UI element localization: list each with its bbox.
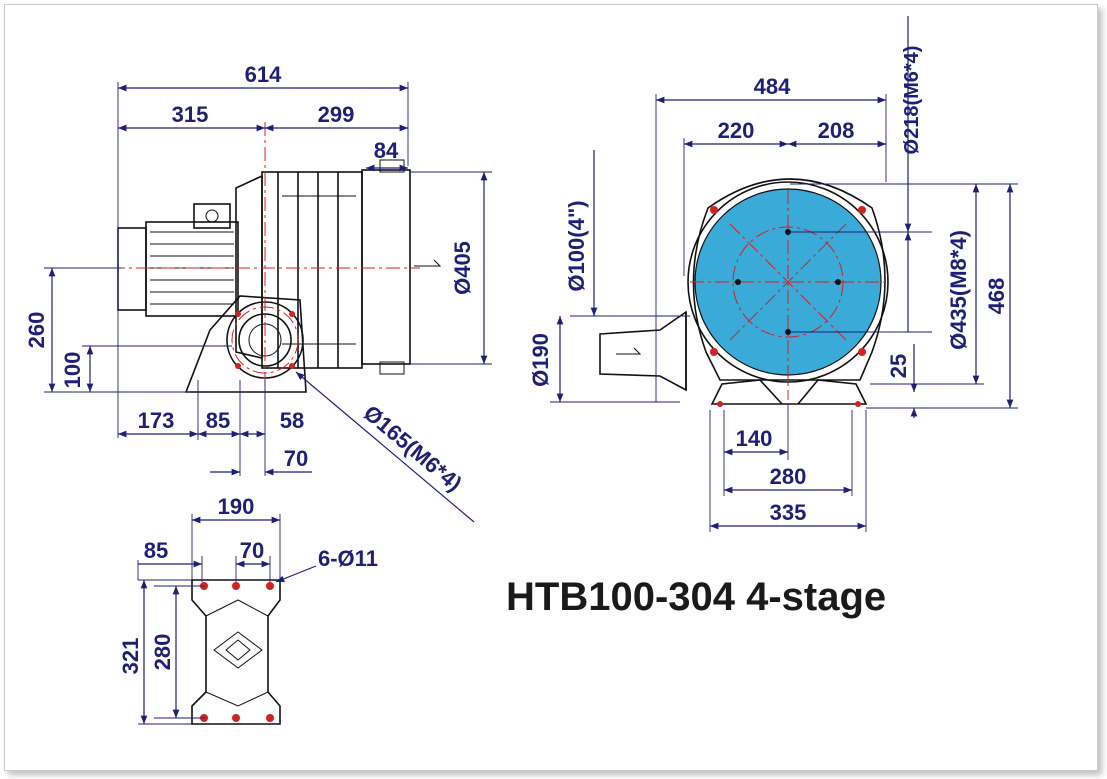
dim-base-view-length: 321 bbox=[118, 638, 143, 675]
dim-base-view-hole-length: 280 bbox=[150, 634, 175, 671]
dim-overall-length: 614 bbox=[245, 62, 282, 87]
dim-front-overall-height: 468 bbox=[984, 278, 1009, 315]
front-view: 484 220 208 Ø218(M6*4) Ø100(4") Ø190 Ø43… bbox=[528, 16, 1018, 532]
dim-base-view-width: 190 bbox=[218, 494, 255, 519]
dim-base-hole-span: 280 bbox=[770, 464, 807, 489]
dim-casing-diameter: Ø435(M8*4) bbox=[946, 230, 971, 350]
dim-flange-height: 100 bbox=[60, 352, 85, 389]
dim-inlet-flange: Ø190 bbox=[528, 333, 553, 387]
dim-left-to-center: 315 bbox=[172, 102, 209, 127]
dim-center-to-right: 299 bbox=[318, 102, 355, 127]
dim-front-left-to-center: 220 bbox=[718, 118, 755, 143]
dim-inlet-length: 84 bbox=[374, 138, 399, 163]
dim-front-base-half: 140 bbox=[736, 426, 773, 451]
base-view: 190 85 70 6-Ø11 321 280 bbox=[118, 494, 378, 725]
dim-front-overall-width: 484 bbox=[754, 74, 791, 99]
blower-stages bbox=[235, 159, 442, 375]
motor-body bbox=[117, 203, 239, 317]
dim-base-view-left-offset: 85 bbox=[144, 538, 168, 563]
dim-bolt-circle-top: Ø218(M6*4) bbox=[901, 46, 923, 155]
dim-flange-pcd: Ø165(M6*4) bbox=[359, 400, 467, 496]
dim-height-to-center: 260 bbox=[24, 312, 49, 349]
dim-base-view-holes: 6-Ø11 bbox=[318, 546, 378, 571]
side-view: 614 315 299 84 Ø405 260 100 173 85 58 70 bbox=[24, 62, 492, 523]
dim-base-view-hole-spacing: 70 bbox=[240, 538, 264, 563]
dim-flange-width: 70 bbox=[284, 446, 308, 471]
dim-front-center-to-right: 208 bbox=[818, 118, 855, 143]
dim-flange-offset: 58 bbox=[280, 408, 304, 433]
model-title: HTB100-304 4-stage bbox=[506, 575, 886, 619]
dim-inlet-size: Ø100(4") bbox=[564, 200, 589, 291]
dim-base-thickness: 25 bbox=[886, 354, 911, 378]
dim-base-width: 335 bbox=[770, 500, 807, 525]
dim-base-half: 85 bbox=[206, 408, 230, 433]
dim-outlet-diameter: Ø405 bbox=[450, 241, 475, 295]
dim-base-offset: 173 bbox=[138, 408, 175, 433]
